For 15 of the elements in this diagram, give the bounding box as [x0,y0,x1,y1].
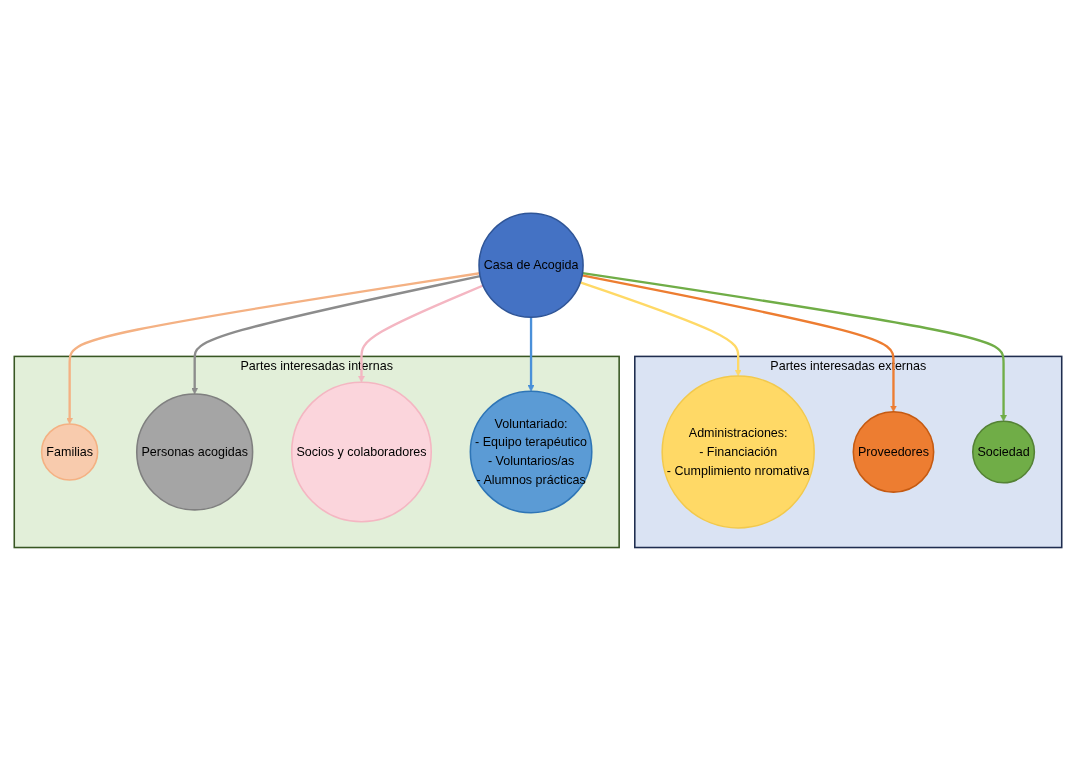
arrow [582,271,1007,422]
node-circle: Proveedores [852,410,935,493]
node-circle: Familias [40,422,99,481]
node-circle: Personas acogidas [135,392,254,511]
node-circle: Administraciones: - Financiación - Cumplimiento nromativa [661,374,815,529]
node-circle: Casa de Acogida [478,212,584,318]
arrow [191,274,481,394]
node-circle: Voluntariado: - Equipo terapéutico - Voluntarios/as - Alumnos prácticas [469,390,593,514]
arrow [581,273,897,412]
node-circle: Socios y colaboradores [290,381,432,523]
arrow [527,316,535,392]
node-circle: Sociedad [972,420,1036,484]
arrow [358,284,484,383]
arrow [579,280,742,376]
arrow [66,271,480,424]
